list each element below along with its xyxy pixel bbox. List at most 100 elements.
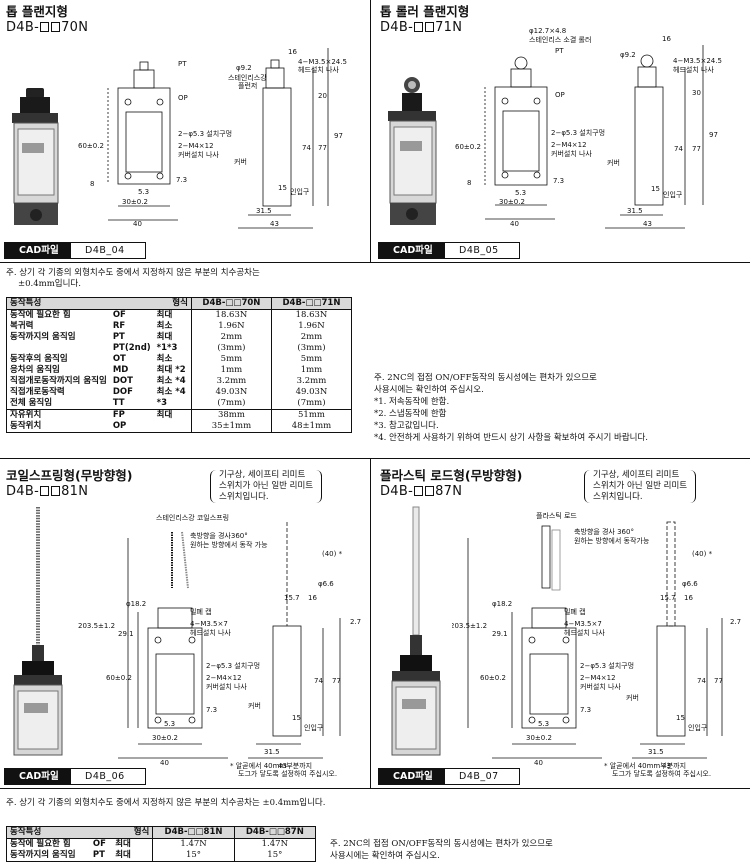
label-inlet: 인입구	[304, 723, 324, 732]
characteristic-name: 동작위치	[5, 421, 110, 433]
label-30: 30±0.2	[152, 734, 178, 742]
characteristic-condition: *1*3	[153, 343, 192, 354]
label-hole: 2−φ5.3 설치구멍	[178, 129, 232, 138]
value-model-2: 1mm	[270, 365, 353, 376]
cad-file-link[interactable]: D4B_05	[459, 245, 499, 256]
label-66: φ6.6	[318, 580, 334, 588]
label-73: 7.3	[553, 177, 564, 185]
product-photo-coil-spring	[13, 507, 63, 756]
cad-file-link[interactable]: D4B_07	[459, 771, 499, 782]
section-title-top-roller-flange: 톱 롤러 플랜지형	[380, 4, 470, 19]
label-h60: 60±0.2	[106, 674, 132, 682]
value-model-2: 49.03N	[270, 387, 353, 398]
characteristic-condition: *3	[153, 398, 192, 410]
label-315: 31.5	[264, 748, 280, 756]
header-model-81n: D4B-□□81N	[152, 826, 235, 839]
label-27: 2.7	[350, 618, 361, 626]
characteristic-symbol: DOT	[112, 376, 133, 386]
label-m4: 2−M4×12	[206, 674, 242, 682]
characteristic-condition: 최대 *2	[153, 365, 192, 376]
model-number-70n: D4B-70N	[6, 20, 88, 36]
characteristic-symbol: RF	[112, 321, 126, 331]
characteristic-name: 동작에 필요한 힘	[5, 309, 110, 321]
label-m4b: 커버설치 나사	[178, 150, 219, 159]
label-screw2: 헤드설치 나사	[673, 65, 714, 74]
label-m4b: 커버설치 나사	[551, 149, 592, 158]
value-model-1: 35±1mm	[190, 421, 272, 433]
characteristic-symbol: DOF	[112, 387, 133, 397]
characteristic-condition: 최대	[112, 850, 154, 862]
label-plunger: 스테인리스강	[228, 73, 267, 82]
label-cover: 커버	[234, 157, 247, 166]
value-model-2: 51mm	[270, 409, 353, 421]
value-model-1: 1mm	[190, 365, 272, 376]
header-model-71n: D4B-□□71N	[270, 297, 353, 310]
tolerance-note-2: 주. 상기 각 기종의 외형치수도 중에서 지정하지 않은 부분의 치수공차는 …	[6, 798, 326, 808]
drawing-note-81n: * 알곧에서 40mm부분까지 도그가 닿도록 설정하여 주십시오.	[230, 762, 338, 778]
cad-file-row-1: CAD파일 D4B_04	[4, 242, 146, 259]
label-hole: 2−φ5.3 설치구멍	[580, 661, 634, 670]
value-model-1: 38mm	[190, 409, 272, 421]
label-h30: 30	[692, 89, 701, 97]
label-dir1: 축방향을 경사 360°	[574, 527, 634, 536]
divider-horizontal-middle	[0, 458, 750, 459]
label-40s: (40) *	[692, 550, 713, 558]
characteristic-name: 동작에 필요한 힘	[5, 838, 90, 850]
dimension-drawing-71n: φ12.7×4.8 스테인리스 소결 롤러 PT OP φ9.2 16 4−M3…	[455, 27, 722, 229]
label-27: 2.7	[730, 618, 741, 626]
label-40: 40	[534, 759, 543, 767]
divider-vertical-bottom	[370, 458, 371, 788]
label-m4b: 커버설치 나사	[206, 682, 247, 691]
value-model-2: 2mm	[270, 332, 353, 343]
label-op: OP	[555, 91, 565, 99]
tolerance-note-1: 주. 상기 각 기종의 외형치수도 중에서 지정하지 않은 부분의 치수공차는 …	[6, 268, 260, 289]
label-40s: (40) *	[322, 550, 343, 558]
label-43: 43	[278, 762, 287, 770]
table1-notes: 주. 2NC의 접점 ON/OFF동작의 동시성에는 편차가 있으므로 사용시에…	[374, 373, 648, 443]
characteristic-name: 응차의 움직임	[5, 365, 110, 376]
label-spring: 스테인리스강 코일스프링	[156, 513, 229, 522]
label-screw: 4−M3.5×7	[564, 620, 602, 628]
table2-notes: 주. 2NC의 접점 ON/OFF동작의 동시성에는 편차가 있으므로 사용시에…	[330, 839, 553, 861]
remark-box-1: 기구상, 세이프티 리미트 스위치가 아닌 일반 리미트 스위치입니다.	[210, 470, 323, 503]
label-15: 15	[278, 184, 287, 192]
characteristic-symbol: OP	[109, 421, 154, 433]
drawing-note-87n: * 알곧에서 40mm부분까지 도그가 닿도록 설정하여 주십시오.	[604, 762, 712, 778]
label-h97: 97	[334, 132, 343, 140]
label-h77: 77	[318, 144, 327, 152]
label-73: 7.3	[176, 176, 187, 184]
label-15: 15	[676, 714, 685, 722]
model-prefix: D4B-	[6, 484, 40, 499]
cad-file-row-2: CAD파일 D4B_05	[378, 242, 520, 259]
divider-horizontal-top	[0, 262, 750, 263]
divider-vertical-top	[370, 0, 371, 262]
label-16: 16	[288, 48, 297, 56]
header-characteristic: 동작특성	[5, 297, 154, 310]
label-30: 30±0.2	[499, 198, 525, 206]
label-pt: PT	[178, 60, 187, 68]
characteristic-condition: 최대	[153, 309, 192, 321]
model-prefix: D4B-	[380, 484, 414, 499]
label-66: φ6.6	[682, 580, 698, 588]
label-roller-dia: φ12.7×4.8	[529, 27, 566, 35]
characteristic-name: 동작까지의 움직임	[5, 332, 110, 343]
cad-file-link[interactable]: D4B_06	[85, 771, 125, 782]
cad-label: CAD파일	[379, 243, 445, 258]
label-40: 40	[160, 759, 169, 767]
label-plunger2: 플런저	[238, 81, 257, 90]
value-model-1: (3mm)	[190, 343, 272, 354]
model-suffix: 70N	[61, 20, 89, 35]
label-157: 15.7	[660, 594, 676, 602]
value-model-2: 48±1mm	[270, 421, 353, 433]
value-model-1: (7mm)	[190, 398, 272, 410]
cad-file-link[interactable]: D4B_04	[85, 245, 125, 256]
